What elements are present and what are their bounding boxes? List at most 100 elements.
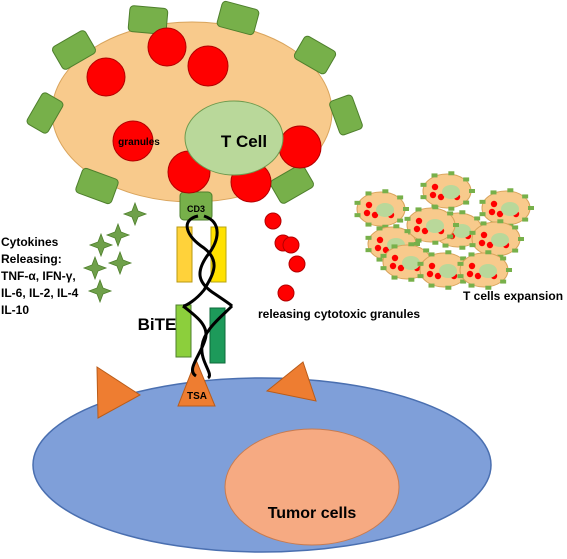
small-receptor [447, 211, 454, 216]
released-granules [264, 212, 306, 302]
released-granule [277, 284, 295, 302]
small-receptor [445, 285, 452, 290]
cytokines-line-1: TNF-α, IFN-γ, [1, 269, 76, 283]
small-receptor [431, 173, 438, 178]
small-t-cell [420, 171, 475, 211]
small-granule [437, 193, 445, 201]
granule [187, 45, 229, 87]
small-granule [488, 208, 496, 216]
star-icon [87, 278, 113, 304]
small-receptor [408, 242, 415, 247]
small-receptor [414, 242, 420, 246]
small-receptor [397, 218, 404, 223]
small-receptor [460, 256, 467, 261]
small-receptor [365, 248, 372, 253]
small-granule [365, 201, 373, 209]
small-receptor [480, 221, 487, 226]
small-receptor [457, 261, 464, 266]
small-nucleus [491, 233, 509, 247]
small-t-cell [354, 189, 409, 229]
small-granule [413, 225, 421, 233]
small-receptor [469, 230, 476, 235]
small-receptor [457, 274, 464, 279]
small-receptor [428, 283, 435, 288]
small-receptor [463, 177, 470, 182]
small-granule [391, 254, 399, 262]
cytokines-text: Cytokines Releasing: TNF-α, IFN-γ, IL-6,… [1, 235, 79, 317]
small-receptor [500, 279, 507, 284]
small-receptor [459, 245, 466, 250]
small-granule [376, 236, 384, 244]
small-receptor [507, 188, 514, 193]
bite-domain-green-right [209, 307, 226, 364]
granules [86, 27, 322, 203]
small-receptor [485, 285, 492, 290]
tsa-triangle-left [96, 366, 141, 419]
small-receptor [474, 216, 481, 221]
small-receptor [447, 234, 454, 239]
granule [112, 120, 154, 162]
small-receptor [354, 213, 361, 218]
small-t-cell [404, 205, 459, 245]
small-nucleus [453, 224, 471, 238]
small-receptor [404, 216, 411, 221]
small-nucleus [442, 185, 460, 199]
small-receptor [423, 248, 430, 253]
bite-domain-green-left [175, 304, 192, 358]
small-receptor [448, 206, 455, 211]
small-receptor [469, 189, 475, 193]
small-receptor [365, 191, 372, 196]
small-granule [421, 227, 429, 235]
small-receptor [420, 195, 427, 200]
small-granule [486, 241, 494, 249]
small-granule [397, 264, 405, 272]
small-t-cell [457, 250, 512, 290]
cytokines-line-2: IL-6, IL-2, IL-4 [1, 286, 79, 300]
small-granule [426, 270, 434, 278]
small-granule [466, 270, 474, 278]
small-receptor [420, 182, 427, 187]
small-receptor [445, 250, 452, 255]
small-receptor [512, 248, 519, 253]
small-receptor [417, 261, 424, 266]
small-nucleus [402, 256, 420, 270]
t-cell-nucleus [184, 100, 284, 176]
bite-domain-yellow-left [176, 226, 193, 283]
small-granule [478, 239, 486, 247]
small-granule [374, 244, 382, 252]
bite-linker-lower [182, 304, 234, 380]
releasing-granules-label: releasing cytotoxic granules [258, 307, 420, 321]
t-cell-receptors [26, 0, 363, 221]
t-cells-expansion-label: T cells expansion [463, 289, 563, 303]
small-receptor [468, 283, 475, 288]
cytokines-line-3: IL-10 [1, 303, 29, 317]
small-receptor [469, 243, 476, 248]
small-granule [428, 262, 436, 270]
star-icon [122, 201, 148, 227]
tumor-cells-label: Tumor cells [268, 505, 357, 522]
t-cells-expansion-cluster [354, 171, 534, 290]
small-receptor [376, 257, 383, 262]
small-receptor [432, 240, 439, 245]
small-receptor [397, 195, 404, 200]
small-receptor [415, 207, 422, 212]
receptor [293, 35, 337, 75]
cd3-label: CD3 [187, 204, 205, 214]
receptor [75, 167, 119, 205]
tsa-triangle-right [265, 361, 317, 402]
tsa-label: TSA [187, 391, 207, 402]
granule [86, 57, 126, 97]
small-nucleus [479, 264, 497, 278]
small-receptor [485, 250, 492, 255]
small-receptor [365, 235, 372, 240]
small-t-cell [417, 250, 472, 290]
star-icon [88, 232, 114, 258]
small-nucleus [501, 202, 519, 216]
small-receptor [512, 225, 519, 230]
small-receptor [490, 190, 497, 195]
small-receptor [391, 275, 398, 280]
released-granule [288, 255, 306, 273]
small-receptor [365, 222, 372, 227]
receptor [52, 30, 96, 70]
